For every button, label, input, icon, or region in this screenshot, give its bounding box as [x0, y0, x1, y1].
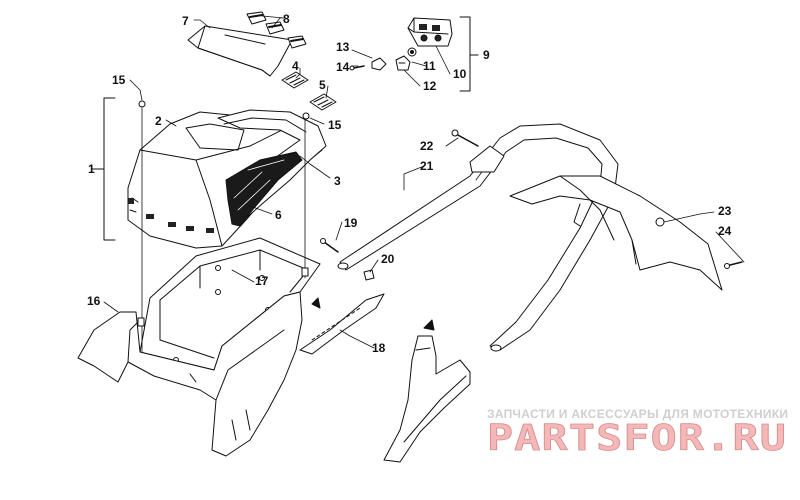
callout-c13: 13: [336, 40, 350, 54]
callout-c21: 21: [420, 159, 434, 173]
callout-c6: 6: [275, 208, 282, 222]
callout-c4: 4: [292, 59, 299, 73]
callout-c1: 1: [88, 162, 95, 176]
watermark-brand: PARTSFOR.RU: [487, 418, 787, 459]
callout-c20: 20: [381, 252, 395, 266]
callout-c19: 19: [344, 216, 358, 230]
part-24-screw: [724, 261, 743, 269]
part-5-bracket: [309, 93, 337, 111]
callout-c3: 3: [334, 174, 341, 188]
callout-c12: 12: [423, 79, 437, 93]
callout-c17: 17: [255, 274, 269, 288]
part-12-socket: [395, 55, 411, 71]
callout-c2: 2: [155, 114, 162, 128]
taillight-assembly: [407, 17, 453, 47]
callout-c8: 8: [283, 12, 290, 26]
group-bracket-9: [459, 16, 479, 92]
part-6-dark-panel: [225, 151, 303, 227]
part-18-side-rail: [299, 293, 471, 463]
callout-c15b: 15: [328, 118, 342, 132]
watermark-subtitle: ЗАПЧАСТИ И АКСЕССУАРЫ ДЛЯ МОТОТЕХНИКИ: [487, 407, 788, 421]
part-23-fender: [509, 175, 723, 291]
fastener-guides-15: [137, 100, 310, 353]
callout-c10: 10: [453, 67, 467, 81]
part-14-screw: [349, 65, 365, 71]
callout-c14: 14: [336, 60, 350, 74]
callout-c18: 18: [372, 341, 386, 355]
part-22-bolt: [451, 129, 505, 173]
part-19-screw: [320, 238, 339, 253]
callout-c24: 24: [718, 224, 732, 238]
part-8-clips: [246, 11, 307, 49]
part-2-storage-lid: [127, 111, 323, 249]
watermark: ЗАПЧАСТИ И АКСЕССУАРЫ ДЛЯ МОТОТЕХНИКИPAR…: [487, 407, 788, 459]
part-4-bracket: [281, 71, 309, 89]
part-7-mounting-plate: [187, 25, 293, 77]
callout-c16: 16: [87, 294, 101, 308]
callout-c7: 7: [182, 14, 189, 28]
callout-c9: 9: [483, 48, 490, 62]
callout-c5: 5: [319, 78, 326, 92]
part-20-nut: [363, 269, 375, 281]
leader-lines: [103, 15, 745, 349]
part-16-lower-panel: [77, 291, 303, 457]
callout-c23: 23: [718, 204, 732, 218]
callout-c22: 22: [420, 139, 434, 153]
part-13-lens-screw: [371, 57, 387, 71]
part-11-bulb: [407, 47, 417, 57]
group-bracket-1: [91, 97, 116, 241]
callout-c15a: 15: [112, 73, 126, 87]
callout-c11: 11: [423, 59, 436, 73]
